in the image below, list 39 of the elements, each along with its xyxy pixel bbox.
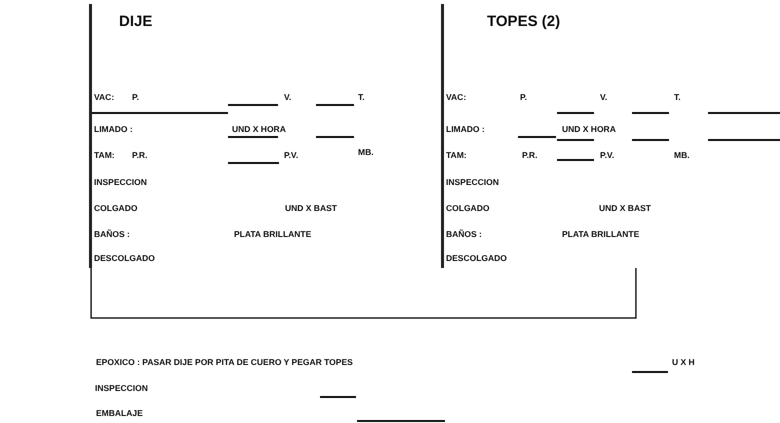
field-label: LIMADO :: [94, 124, 133, 134]
field-label: BAÑOS :: [94, 229, 130, 239]
field-label: BAÑOS :: [446, 229, 482, 239]
bracket-connector: [90, 268, 637, 319]
field-label: P.: [520, 92, 527, 102]
step-label: EMBALAJE: [96, 408, 143, 418]
field-label: INSPECCION: [446, 177, 499, 187]
field-label: COLGADO: [94, 203, 138, 213]
field-label: VAC:: [446, 92, 466, 102]
field-label: DESCOLGADO: [446, 253, 507, 263]
field-label: P.V.: [284, 150, 298, 160]
field-label: LIMADO :: [446, 124, 485, 134]
field-label: UND X BAST: [599, 203, 651, 213]
step-label: EPOXICO : PASAR DIJE POR PITA DE CUERO Y PEGAR TOPES: [96, 357, 353, 367]
column-heading: DIJE: [119, 13, 152, 31]
step-label: INSPECCION: [95, 383, 148, 393]
field-label: P.R.: [522, 150, 538, 160]
field-label: INSPECCION: [94, 177, 147, 187]
field-label: MB.: [358, 147, 374, 157]
field-label: T.: [358, 92, 365, 102]
field-label: V.: [600, 92, 608, 102]
field-label: COLGADO: [446, 203, 490, 213]
field-label: MB.: [674, 150, 690, 160]
field-label: PLATA BRILLANTE: [562, 229, 640, 239]
field-label: TAM:: [94, 150, 115, 160]
field-label: DESCOLGADO: [94, 253, 155, 263]
field-label: UND X HORA: [562, 124, 616, 134]
field-label: P.R.: [132, 150, 148, 160]
field-label: UND X HORA: [232, 124, 286, 134]
column-heading: TOPES (2): [487, 13, 560, 31]
step-label: U X H: [672, 357, 695, 367]
field-label: T.: [674, 92, 681, 102]
field-label: P.: [132, 92, 139, 102]
field-label: V.: [284, 92, 292, 102]
field-label: PLATA BRILLANTE: [234, 229, 312, 239]
field-label: TAM:: [446, 150, 467, 160]
field-label: P.V.: [600, 150, 614, 160]
field-label: VAC:: [94, 92, 114, 102]
field-label: UND X BAST: [285, 203, 337, 213]
